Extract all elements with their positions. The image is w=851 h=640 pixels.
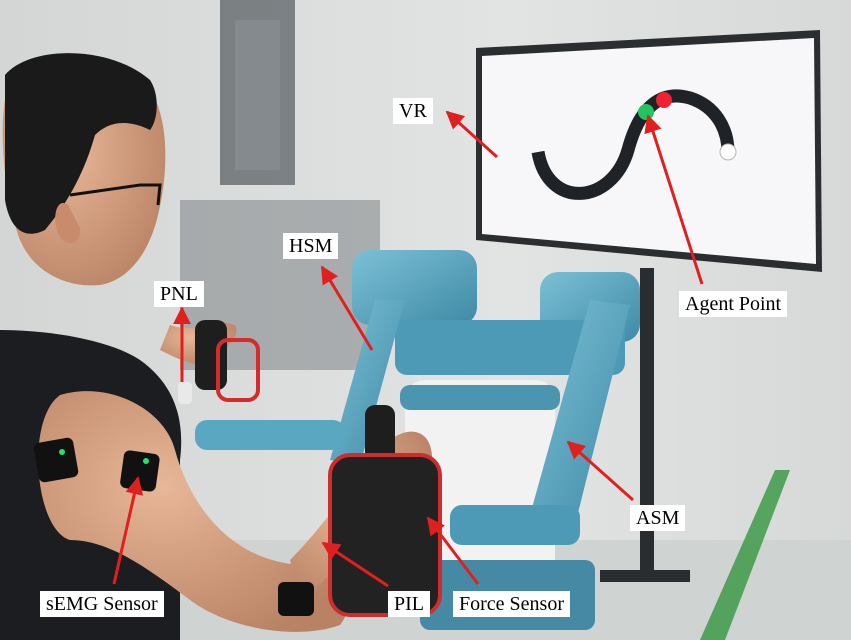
semg-sensor-1: [33, 437, 79, 483]
floor-green-stripe: [700, 470, 790, 640]
background-window-inner: [235, 20, 280, 170]
pnl-handle-grip: [195, 320, 227, 390]
label-agent-point: Agent Point: [679, 291, 788, 317]
robot-head-left: [352, 250, 477, 325]
vr-track-curve: [531, 89, 735, 200]
label-force-sensor: Force Sensor: [453, 591, 570, 617]
robot-base-band: [400, 385, 560, 410]
vr-monitor-screen: [482, 38, 816, 264]
label-semg-sensor: sEMG Sensor: [40, 591, 164, 617]
arrow-agent-point: [644, 114, 704, 285]
arrow-vr: [445, 110, 499, 159]
robot-right-arm-asm: [530, 300, 630, 525]
arrow-hsm: [320, 265, 374, 351]
pnl-red-strap: [216, 338, 260, 402]
agent-point-green-dot: [638, 104, 654, 120]
label-vr: VR: [393, 98, 433, 124]
label-pil: PIL: [388, 591, 430, 617]
label-hsm: HSM: [283, 233, 339, 259]
glasses: [69, 183, 162, 206]
semg-sensor-3: [278, 582, 314, 616]
pil-handle-grip: [365, 405, 395, 465]
label-asm: ASM: [630, 505, 686, 531]
semg-led-1: [59, 449, 65, 455]
person-hair: [5, 53, 157, 234]
robot-side-arm: [195, 420, 345, 450]
track-end-marker: [719, 143, 737, 161]
label-pnl: PNL: [154, 281, 204, 307]
arrow-pil: [321, 541, 389, 588]
monitor-stand-base: [600, 570, 690, 582]
wristband: [178, 382, 192, 404]
arrow-force-sensor: [426, 516, 480, 585]
semg-sensor-2: [120, 450, 160, 492]
target-red-dot: [656, 92, 672, 108]
robot-lower-link: [450, 505, 580, 545]
arrow-asm: [566, 440, 634, 502]
person-ear: [55, 203, 81, 244]
robot-left-arm-hsm: [330, 300, 405, 465]
monitor-stand: [640, 268, 654, 578]
robot-cross-beam: [395, 320, 625, 375]
person-arm-upper: [38, 391, 348, 632]
arrow-semg: [112, 476, 144, 585]
semg-led-2: [143, 458, 149, 464]
